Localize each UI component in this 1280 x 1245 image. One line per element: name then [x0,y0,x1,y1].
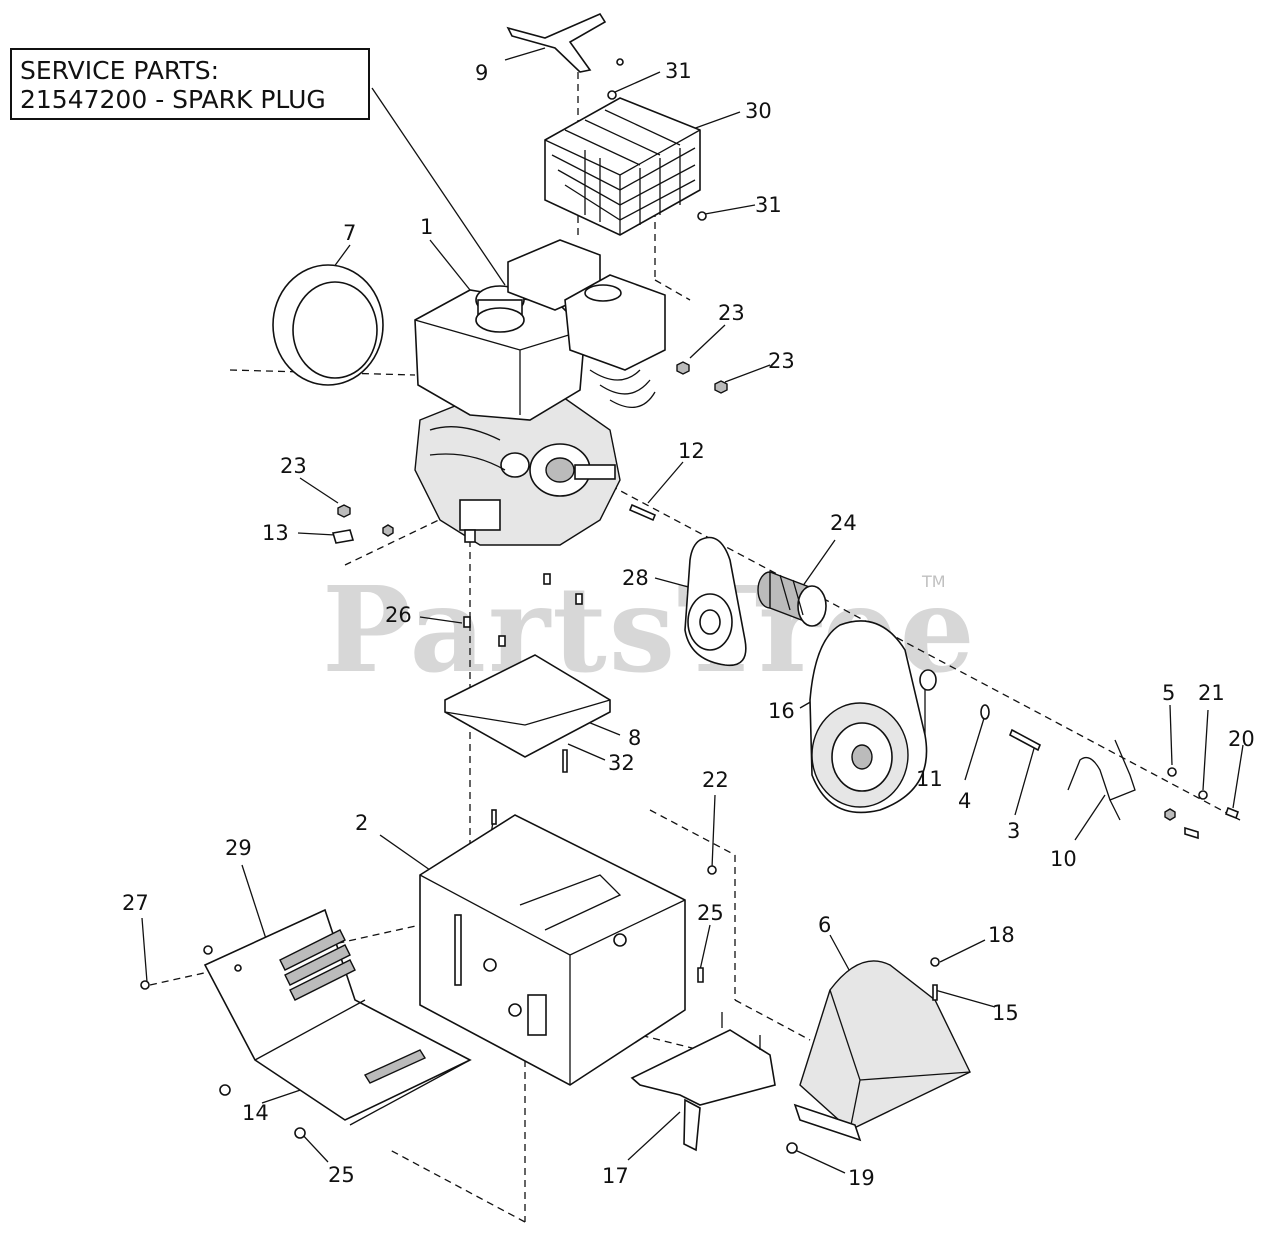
callout-31b: 31 [755,193,782,217]
callout-7: 7 [343,221,356,245]
part-ring-7 [272,264,384,386]
callout-13: 13 [262,521,289,545]
part-studs-26 [463,573,583,647]
callout-23c: 23 [280,454,307,478]
service-parts-box: SERVICE PARTS: 21547200 - SPARK PLUG [10,48,370,120]
callout-29: 29 [225,836,252,860]
part-pin-32 [562,749,568,773]
part-belt-cover-6 [793,960,971,1142]
callout-17: 17 [602,1164,629,1188]
part-large-pulley-16 [809,620,928,814]
callout-4: 4 [958,789,971,813]
callout-32: 32 [608,751,635,775]
part-bracket-17 [630,1012,776,1152]
callout-26: 26 [385,603,412,627]
callout-28: 28 [622,566,649,590]
callout-3: 3 [1007,819,1020,843]
callout-24: 24 [830,511,857,535]
part-wire-guard-30 [544,97,701,236]
callout-21: 21 [1198,681,1225,705]
part-pulley-24 [757,570,827,627]
callout-16: 16 [768,699,795,723]
callout-12: 12 [678,439,705,463]
callout-11: 11 [916,767,943,791]
part-key-12 [628,503,657,522]
callout-23a: 23 [718,301,745,325]
callout-9: 9 [475,61,488,85]
service-parts-line: 21547200 - SPARK PLUG [20,85,326,114]
part-plate-8 [444,654,611,758]
callout-30: 30 [745,99,772,123]
part-frame-2 [419,809,686,1086]
service-parts-heading: SERVICE PARTS: [20,56,220,85]
part-fasteners [140,58,940,1154]
callout-labels: 1 2 3 4 5 6 7 8 9 10 11 12 13 14 15 16 1… [122,59,1255,1190]
part-hardware-group [919,669,1239,840]
part-bracket-9 [506,12,607,73]
callout-8: 8 [628,726,641,750]
callout-6: 6 [818,913,831,937]
callout-14: 14 [242,1101,269,1125]
callout-19: 19 [848,1166,875,1190]
callout-1: 1 [420,215,433,239]
callout-25b: 25 [328,1163,355,1187]
callout-2: 2 [355,811,368,835]
part-engine-1 [414,239,666,546]
callout-15: 15 [992,1001,1019,1025]
callout-27: 27 [122,891,149,915]
part-shield-29 [203,908,472,1126]
callout-5: 5 [1162,681,1175,705]
part-belt-28 [684,536,747,667]
watermark-trademark: TM [922,572,946,591]
callout-25a: 25 [697,901,724,925]
callout-18: 18 [988,923,1015,947]
callout-23b: 23 [768,349,795,373]
callout-31a: 31 [665,59,692,83]
callout-20: 20 [1228,727,1255,751]
callout-22: 22 [702,768,729,792]
callout-10: 10 [1050,847,1077,871]
